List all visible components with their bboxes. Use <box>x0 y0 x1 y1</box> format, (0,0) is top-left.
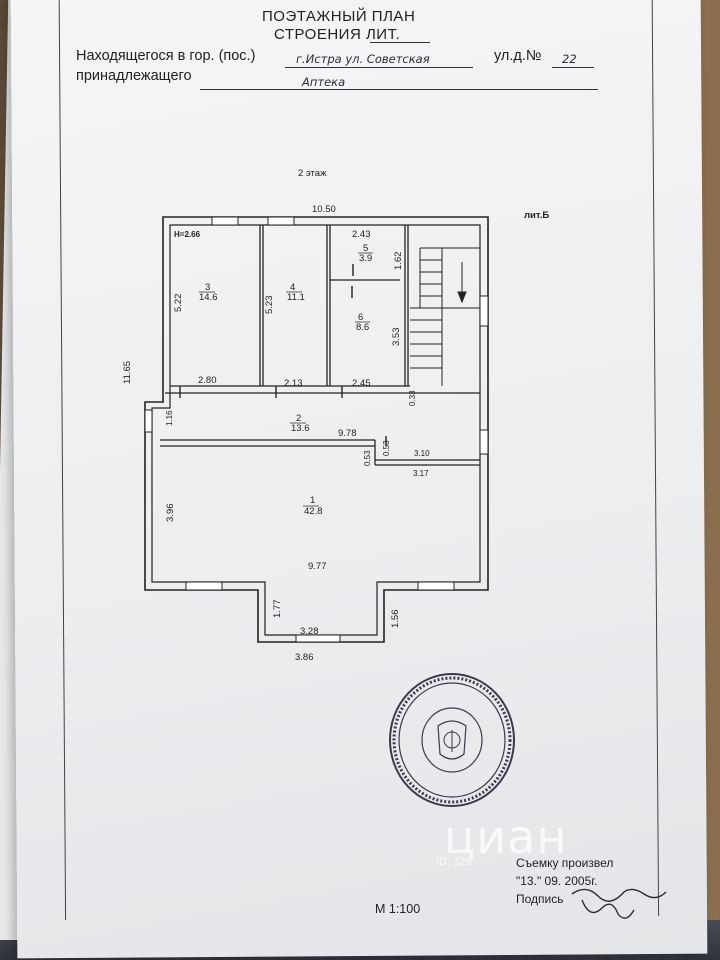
dim-bay-inner: 3.28 <box>300 626 319 637</box>
room-6-number: 6 <box>358 312 363 323</box>
staircase <box>410 247 480 386</box>
owner-value: Аптека <box>302 75 346 89</box>
dim-room5-height: 1.62 <box>393 252 404 271</box>
owner-label: принадлежащего <box>76 68 192 84</box>
house-value: 22 <box>562 52 577 66</box>
room-4-number: 4 <box>290 282 295 293</box>
dim-room6-height: 3.53 <box>391 328 402 347</box>
room-3-number: 3 <box>205 282 210 293</box>
room-6-area: 8.6 <box>356 322 369 333</box>
survey-date: "13." 09. 2005г. <box>516 874 598 888</box>
official-stamp-seal <box>389 673 515 807</box>
lit-underline <box>370 42 430 43</box>
dim-room4-width: 2.13 <box>284 378 303 389</box>
survey-label: Съемку произвел <box>516 856 614 870</box>
dim-room1-height: 3.96 <box>165 504 176 523</box>
lit-label: лит.Б <box>524 210 549 221</box>
dim-room3-height: 5.22 <box>173 294 184 313</box>
location-underline <box>285 67 473 68</box>
dim-step-a: 0.53 <box>382 440 391 456</box>
dim-small-width-b: 3.17 <box>413 469 429 478</box>
owner-underline <box>200 89 598 90</box>
dim-room1-width: 9.77 <box>308 561 327 572</box>
room-1-area: 42.8 <box>304 506 323 517</box>
room-labels: 3 14.6 4 11.1 5 3.9 6 8.6 2 13.6 1 42.8 <box>199 243 373 517</box>
location-label: Находящегося в гор. (пос.) <box>76 48 256 64</box>
room-5-number: 5 <box>363 243 368 254</box>
floor-label: 2 этаж <box>298 168 327 179</box>
house-underline <box>552 67 594 68</box>
dim-left-height: 11.65 <box>122 361 133 384</box>
dim-top-width: 10.50 <box>312 204 336 215</box>
title-line-1: ПОЭТАЖНЫЙ ПЛАН <box>262 8 416 25</box>
dim-stair-gap: 0.33 <box>408 390 417 406</box>
room-2-number: 2 <box>296 413 301 424</box>
dim-room6-width: 2.45 <box>352 378 371 389</box>
room-3-area: 14.6 <box>199 292 218 303</box>
dim-bay-left: 1.77 <box>272 600 283 619</box>
room-5-area: 3.9 <box>359 253 372 264</box>
cian-watermark-id: ID: 328 <box>436 856 472 868</box>
cian-watermark: циан <box>444 810 568 864</box>
dim-corridor-length: 9.78 <box>338 428 357 439</box>
dim-room4-height: 5.23 <box>264 296 275 315</box>
handwritten-signature <box>571 888 667 919</box>
dimension-labels: Н=2.66 10.50 11.65 5.22 5.23 2.43 1.62 3… <box>122 204 430 663</box>
interior-walls <box>160 225 480 466</box>
outer-wall <box>144 216 489 643</box>
scale-label: М 1:100 <box>375 902 421 916</box>
dim-room3-width: 2.80 <box>198 375 217 386</box>
room-2-area: 13.6 <box>291 423 310 434</box>
house-label: ул.д.№ <box>494 48 542 64</box>
dim-bay-right: 1.56 <box>390 610 401 629</box>
dim-room5-width: 2.43 <box>352 229 371 240</box>
signature-label: Подпись <box>516 892 564 906</box>
door-marks <box>179 264 387 446</box>
dim-bay-outer: 3.86 <box>295 652 314 663</box>
location-value: г.Истра ул. Советская <box>296 52 430 66</box>
room-4-area: 11.1 <box>287 292 305 303</box>
dim-small-width: 3.10 <box>414 449 430 458</box>
room-1-number: 1 <box>310 495 315 506</box>
title-line-2: СТРОЕНИЯ ЛИТ. <box>274 26 401 43</box>
height-label: Н=2.66 <box>174 230 201 239</box>
dim-step-b: 0.53 <box>363 450 372 466</box>
dim-corridor-height: 1.16 <box>165 410 174 426</box>
windows <box>144 216 489 643</box>
